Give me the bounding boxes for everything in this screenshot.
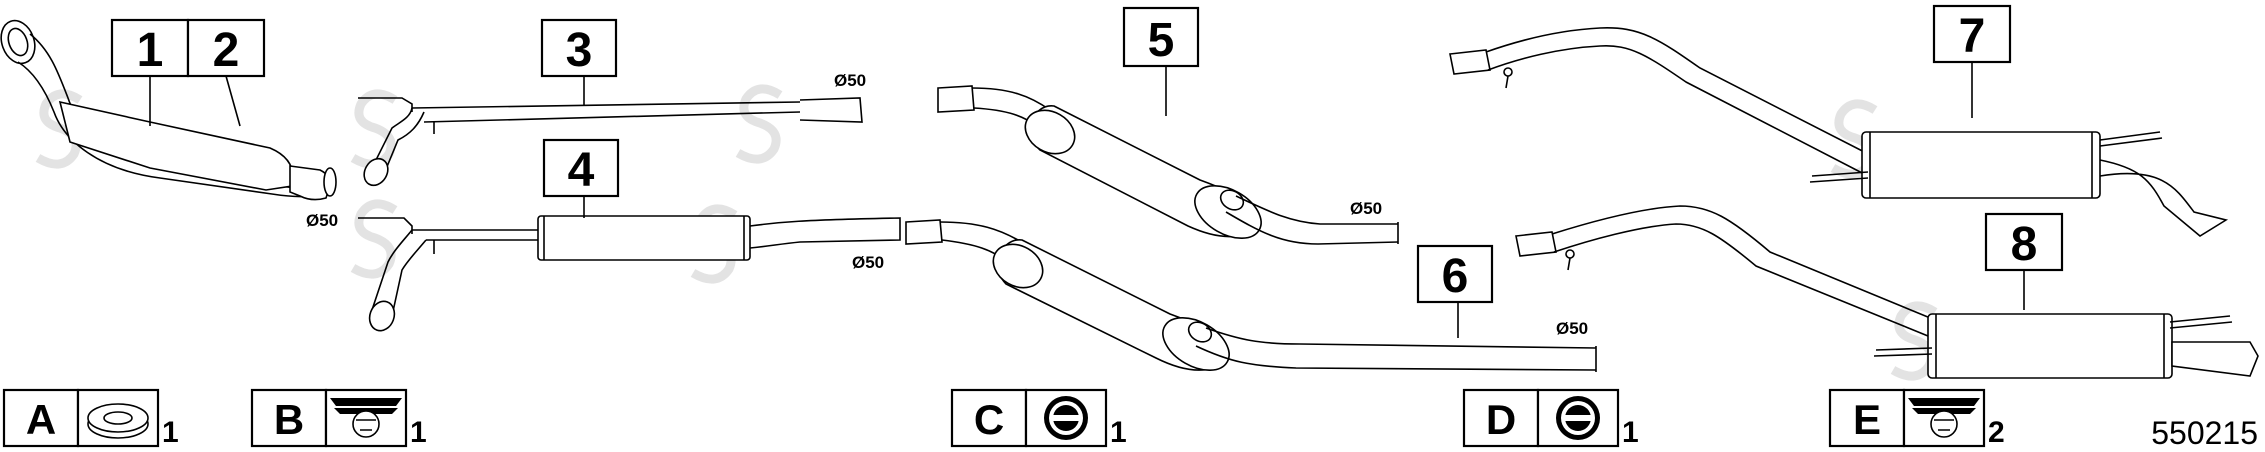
kit-letter-b: B	[274, 396, 304, 443]
rear-silencer-6	[905, 219, 1597, 372]
part-label-7	[1932, 4, 2012, 64]
kit-e: E 2	[1828, 388, 2005, 449]
kit-letter-d: D	[1486, 396, 1516, 443]
part-number-6: 6	[1442, 250, 1469, 303]
kit-quantity-c: 1	[1110, 416, 1127, 449]
kit-letter-c: C	[974, 396, 1004, 443]
leader-2	[225, 75, 241, 127]
kit-letter-box-a	[2, 388, 80, 448]
kit-letter-box-d	[1462, 388, 1540, 448]
part-number-4: 4	[568, 144, 595, 197]
intermediate-pipe-3	[358, 97, 863, 187]
rear-silencer-8	[1515, 205, 2259, 379]
diameter-part-3: Ø50	[834, 71, 866, 90]
kit-quantity-e: 2	[1988, 416, 2005, 449]
kit-c: C 1	[950, 388, 1127, 449]
rear-silencer-7	[1449, 27, 2229, 237]
hanger-bracket-icon	[1908, 398, 1980, 438]
kit-d: D 1	[1462, 388, 1639, 449]
part-label-2	[186, 18, 266, 78]
watermark	[35, 84, 1938, 381]
part-number-5: 5	[1148, 14, 1175, 67]
kit-b: B 1	[250, 388, 427, 449]
kit-letter-box-e	[1828, 388, 1906, 448]
part-label-6	[1416, 244, 1494, 304]
part-label-4	[542, 138, 620, 198]
rear-silencer-5	[937, 85, 1399, 245]
part-number-1: 1	[137, 24, 164, 77]
kit-letter-box-c	[950, 388, 1028, 448]
part-number-8: 8	[2011, 218, 2038, 271]
kit-letter-box-b	[250, 388, 328, 448]
part-number-7: 7	[1959, 10, 1986, 63]
intermediate-pipe-4	[358, 215, 901, 332]
diagram-id: 550215	[2151, 415, 2258, 451]
diameter-part-4: Ø50	[852, 253, 884, 272]
kit-quantity-a: 1	[162, 416, 179, 449]
kit-a: A 1	[2, 388, 179, 449]
part-label-3	[540, 18, 618, 78]
part-label-5	[1122, 6, 1200, 68]
kit-letter-a: A	[26, 396, 56, 443]
rubber-mount-icon	[1556, 396, 1600, 440]
kit-letter-e: E	[1853, 396, 1881, 443]
diameter-part-2: Ø50	[306, 211, 338, 230]
front-pipe	[0, 19, 337, 201]
diameter-part-6: Ø50	[1556, 319, 1588, 338]
gasket-ring-icon	[87, 403, 149, 439]
part-number-3: 3	[566, 24, 593, 77]
kit-quantity-d: 1	[1622, 416, 1639, 449]
diameter-part-5: Ø50	[1350, 199, 1382, 218]
part-number-2: 2	[213, 24, 240, 77]
kit-quantity-b: 1	[410, 416, 427, 449]
rubber-mount-icon	[1044, 396, 1088, 440]
hanger-bracket-icon	[330, 398, 402, 438]
